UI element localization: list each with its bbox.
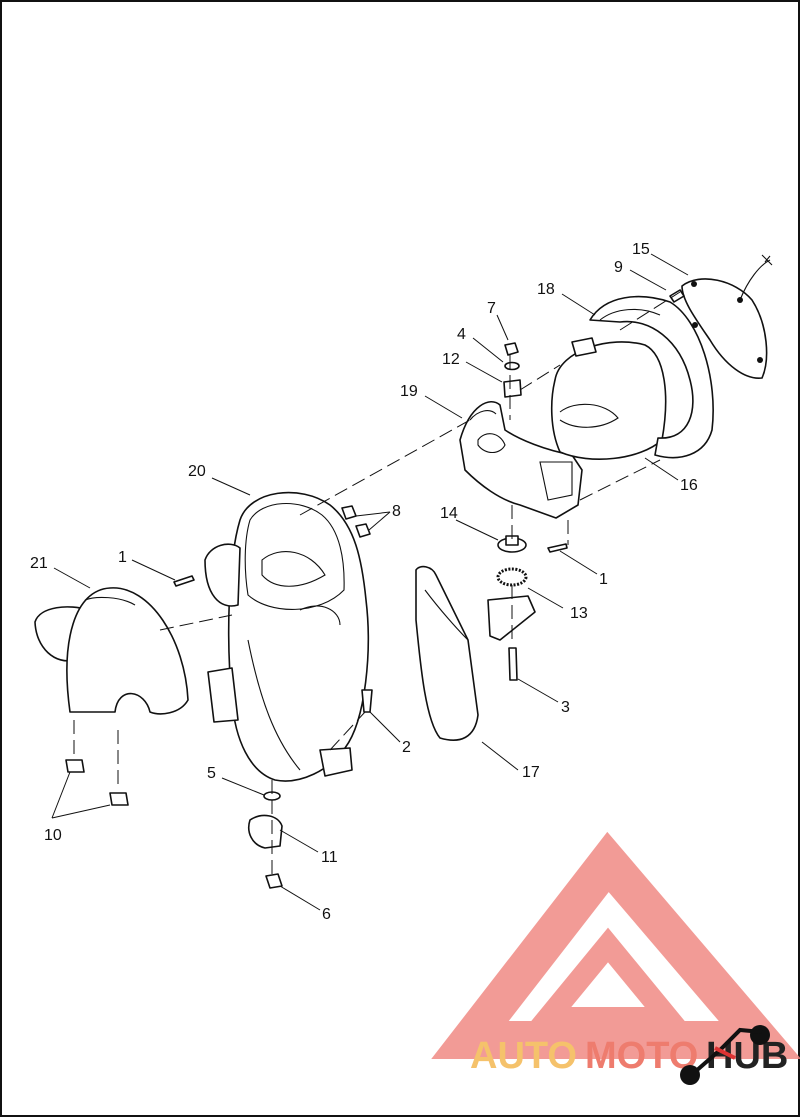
callout-1-right: 1 <box>599 571 608 588</box>
callout-15: 15 <box>632 241 650 258</box>
callout-20: 20 <box>188 463 206 480</box>
callout-14: 14 <box>440 505 458 522</box>
watermark-auto: AUTO <box>470 1035 577 1077</box>
watermark-logo <box>431 831 800 1059</box>
watermark-hub: HUB <box>706 1035 788 1077</box>
watermark-moto: MOTO <box>585 1035 698 1077</box>
callout-17: 17 <box>522 764 540 781</box>
callout-6: 6 <box>322 906 331 923</box>
callout-labels: 15 9 18 7 4 12 19 16 20 8 14 21 1 1 13 3… <box>30 241 698 923</box>
callout-4: 4 <box>457 326 466 343</box>
callout-18: 18 <box>537 281 555 298</box>
hardware-parts <box>65 289 685 889</box>
callout-9: 9 <box>614 259 623 276</box>
callout-19: 19 <box>400 383 418 400</box>
assembly-lines <box>73 291 681 874</box>
motorcycle-icon <box>680 1025 770 1085</box>
part-16-pod-shell <box>550 341 667 460</box>
callout-5: 5 <box>207 765 216 782</box>
part-19-gauge-bracket <box>459 400 583 519</box>
part-21-front-cap <box>34 587 189 715</box>
leader-lines <box>51 253 689 911</box>
callout-8: 8 <box>392 503 401 520</box>
part-17-lower-panel <box>415 565 536 741</box>
callout-1-left: 1 <box>118 549 127 566</box>
callout-3: 3 <box>561 699 570 716</box>
part-20-inner-housing <box>204 491 369 782</box>
callout-2: 2 <box>402 739 411 756</box>
callout-11: 11 <box>321 849 338 866</box>
callout-12: 12 <box>442 351 460 368</box>
watermark-text: AUTO MOTO HUB <box>470 1025 788 1085</box>
part-15-back-plate <box>681 254 773 379</box>
callout-16: 16 <box>680 477 698 494</box>
callout-21: 21 <box>30 555 48 572</box>
callout-10: 10 <box>44 827 62 844</box>
part-18-pod-cover <box>571 295 714 459</box>
callout-7: 7 <box>487 300 496 317</box>
callout-13: 13 <box>570 605 588 622</box>
